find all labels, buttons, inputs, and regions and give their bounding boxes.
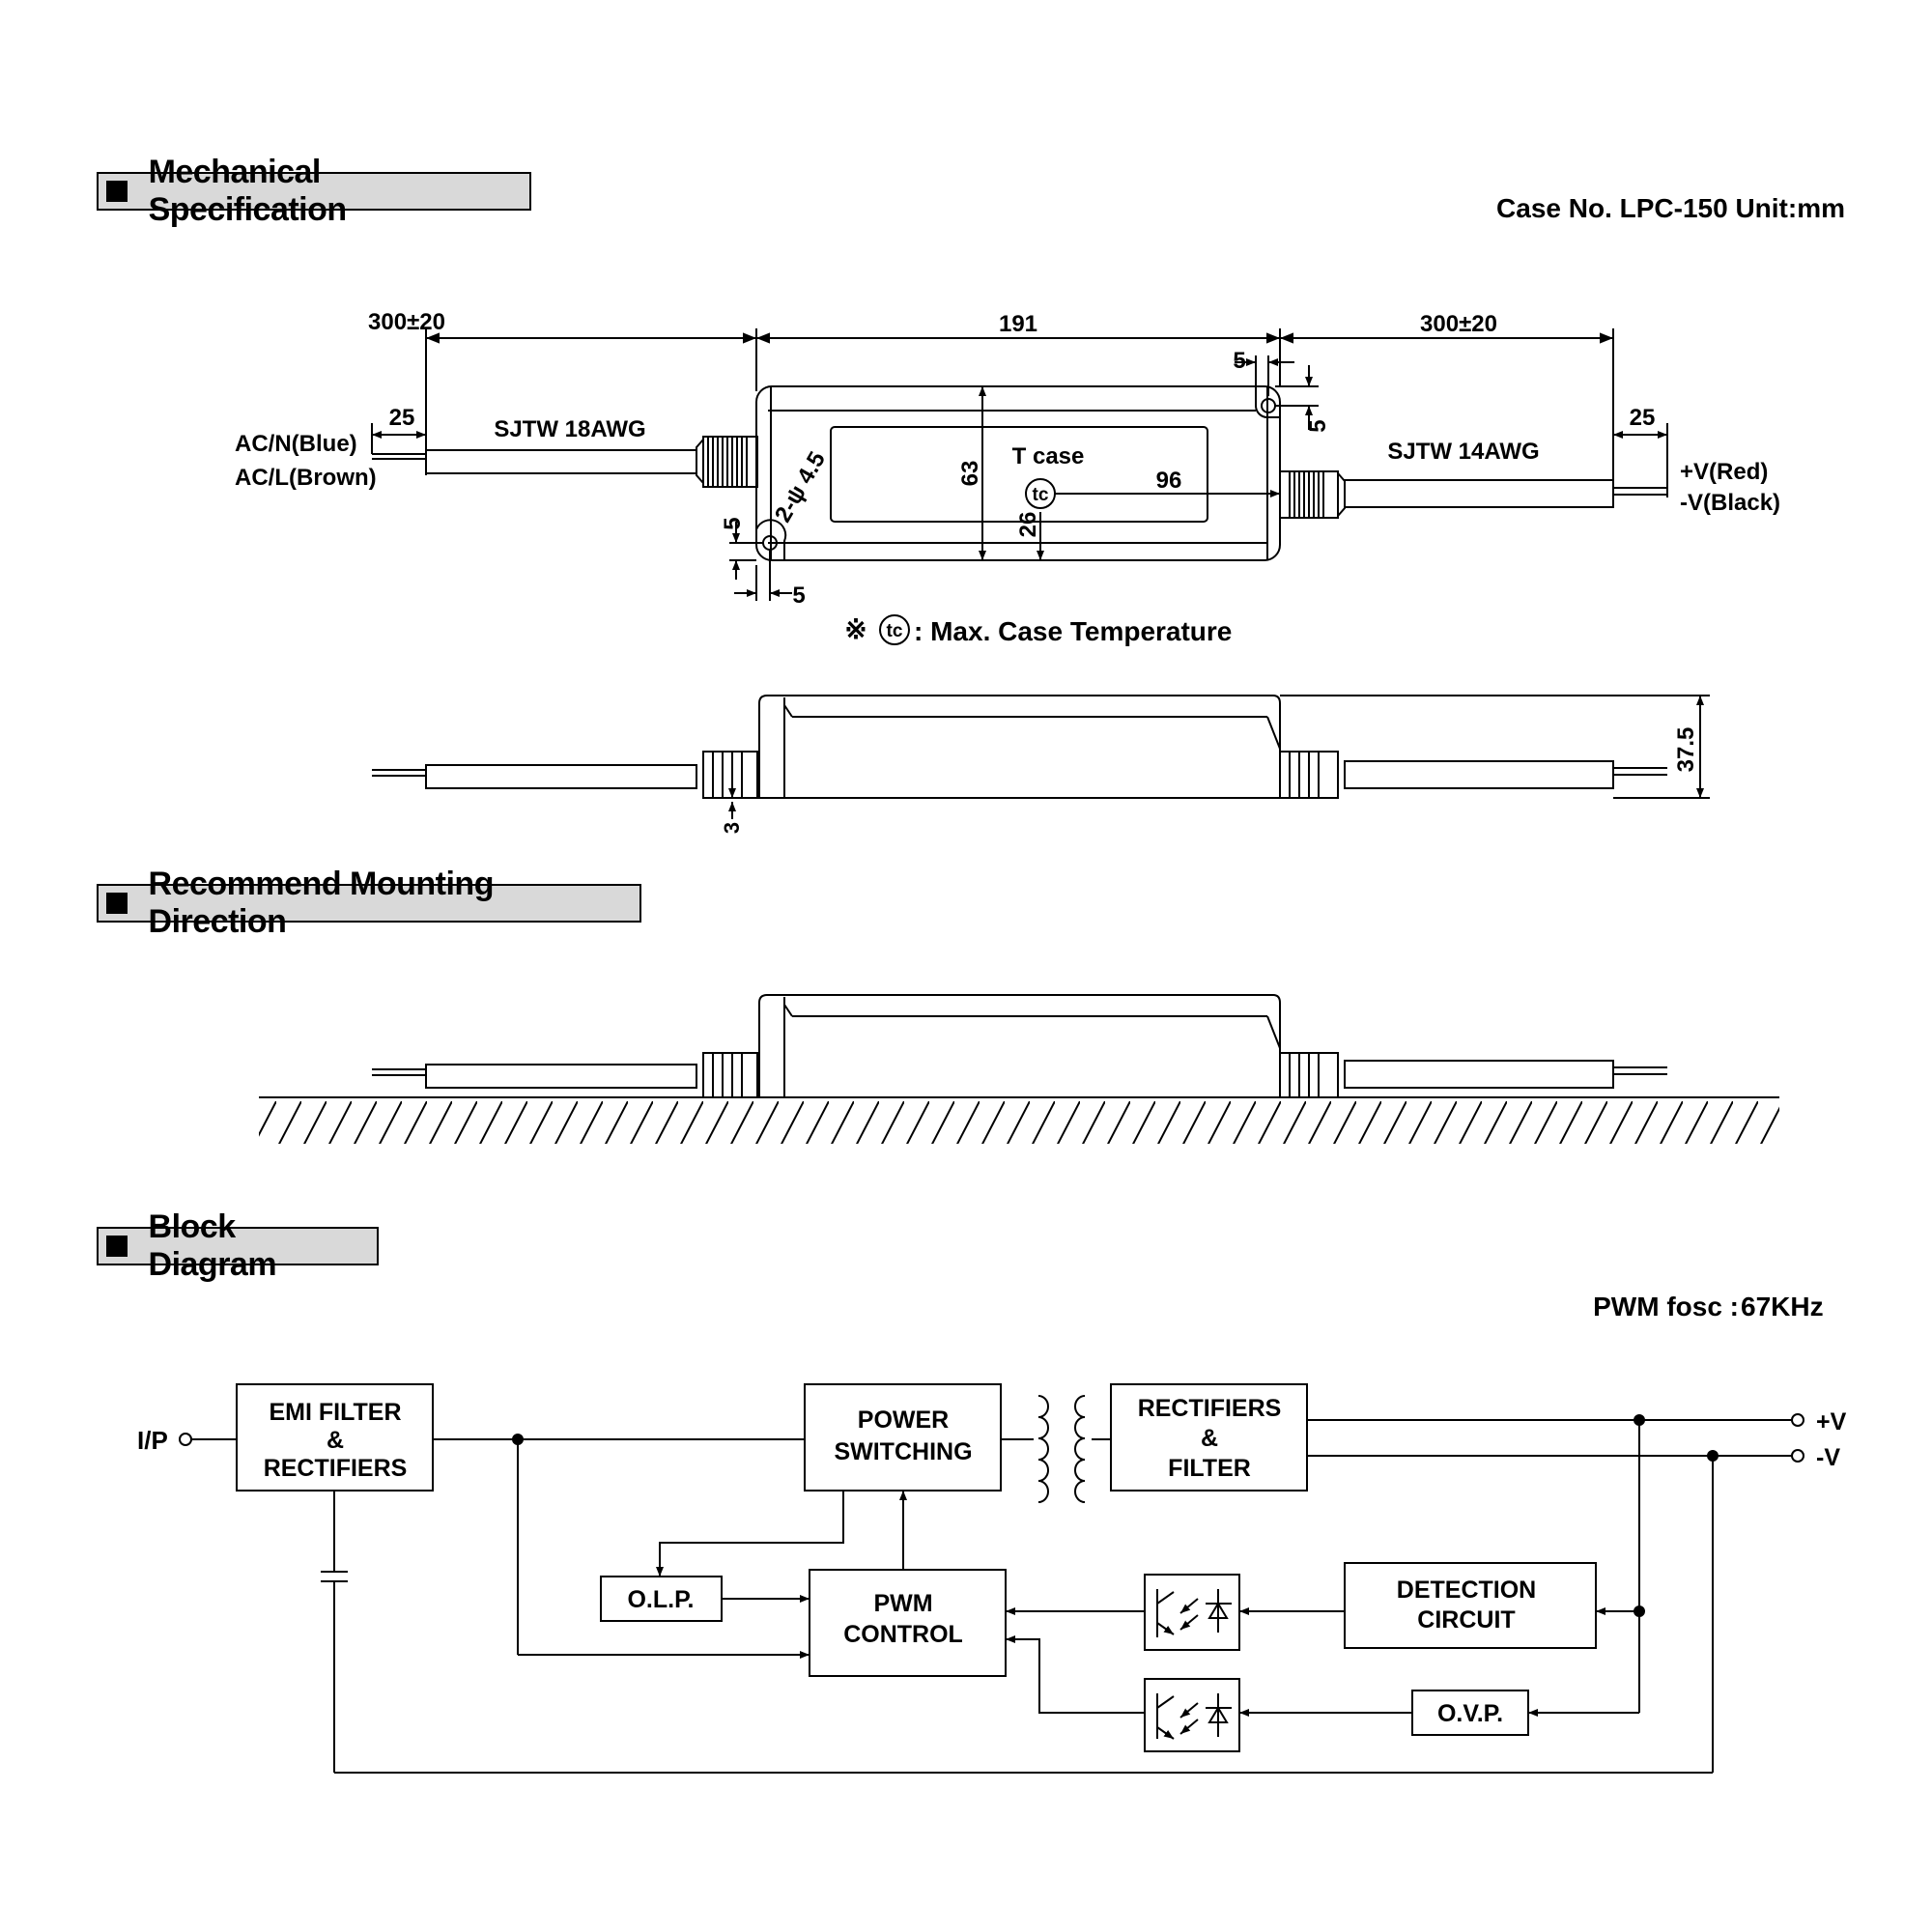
dim-label-strip-right: 25	[1630, 405, 1656, 431]
pwm-frequency-value: 67KHz	[1741, 1292, 1824, 1321]
case-body-side[interactable]	[758, 695, 1281, 799]
terminal-output-neg	[1791, 1449, 1804, 1463]
pwm-control-block	[809, 1569, 1007, 1677]
strain-relief-left	[702, 1052, 758, 1098]
legend-mark: ※	[844, 614, 867, 644]
legend-text: : Max. Case Temperature	[914, 616, 1232, 646]
tc-symbol-circle	[879, 614, 910, 645]
dim-label-depth: 37.5	[1673, 727, 1699, 773]
output-cable	[1344, 1060, 1614, 1089]
section-title-block: Block Diagram	[97, 1208, 379, 1283]
tc-symbol-text: tc	[1033, 485, 1049, 505]
output-neg-label: -V	[1816, 1444, 1840, 1471]
terminal-output-pos	[1791, 1413, 1804, 1427]
wire-label-neg: -V(Black)	[1680, 490, 1780, 516]
emi-label-3: RECTIFIERS	[264, 1455, 408, 1482]
terminal-input	[179, 1433, 192, 1446]
section-title-mechanical: Mechanical Specification	[97, 154, 531, 228]
emi-label-2: &	[327, 1427, 344, 1454]
top-view	[371, 328, 1668, 601]
output-pos-label: +V	[1816, 1408, 1847, 1435]
square-bullet-icon	[106, 181, 128, 202]
rect-label-3: FILTER	[1168, 1455, 1251, 1482]
section-title-mounting: Recommend Mounting Direction	[97, 866, 641, 940]
side-view	[372, 695, 1710, 819]
dim-label-left-cable: 300±20	[368, 309, 445, 335]
optocoupler-icon	[1144, 1574, 1240, 1651]
wire-label-pos: +V(Red)	[1680, 459, 1768, 485]
detection-circuit-block	[1344, 1562, 1597, 1649]
section-title-text: Recommend Mounting Direction	[148, 866, 495, 940]
optocoupler-icon	[1144, 1678, 1240, 1752]
dim-label-strip-left: 25	[389, 405, 415, 431]
pwm-label-1: PWM	[873, 1590, 932, 1617]
pwm-label-2: CONTROL	[843, 1621, 963, 1648]
dim-label-flange: 3	[720, 822, 744, 834]
transformer-icon	[1001, 1395, 1111, 1503]
dim-label-right-cable: 300±20	[1420, 311, 1497, 337]
rect-label-2: &	[1201, 1425, 1218, 1452]
hole-spec-label: 2-ψ 4.5	[770, 447, 831, 526]
ovp-label: O.V.P.	[1437, 1700, 1503, 1727]
dim-label-tc-x: 96	[1156, 468, 1182, 494]
rectifiers-filter-block	[1110, 1383, 1308, 1492]
input-cable	[425, 764, 697, 789]
detect-label-2: CIRCUIT	[1417, 1606, 1515, 1634]
pwm-frequency-label: PWM fosc :	[1593, 1292, 1739, 1321]
cable-label-right: SJTW 14AWG	[1387, 439, 1539, 465]
input-cable	[425, 1064, 697, 1089]
square-bullet-icon	[106, 1236, 128, 1257]
tc-symbol-text: tc	[887, 621, 903, 641]
square-bullet-icon	[106, 893, 128, 914]
section-title-text: Block Diagram	[148, 1208, 277, 1283]
power-switching-block	[804, 1383, 1002, 1492]
dim-label-tc-y: 26	[1015, 512, 1041, 538]
mounting-view	[259, 994, 1779, 1098]
power-label-1: POWER	[858, 1406, 949, 1434]
olp-label: O.L.P.	[627, 1586, 694, 1613]
wire-label-acl: AC/L(Brown)	[235, 465, 377, 491]
mounting-hole-bottom	[755, 519, 787, 560]
label-area	[830, 426, 1208, 523]
rect-label-1: RECTIFIERS	[1138, 1395, 1282, 1422]
output-cable	[1344, 479, 1614, 508]
optocoupler-detail	[1156, 1589, 1232, 1740]
output-cable	[1344, 760, 1614, 789]
case-info: Case No. LPC-150 Unit:mm	[1496, 193, 1845, 223]
mounting-surface-hatch	[259, 1099, 1779, 1144]
cable-label-left: SJTW 18AWG	[494, 416, 645, 442]
section-title-text: Mechanical Specification	[148, 154, 348, 228]
mounting-hole-top	[1255, 386, 1280, 418]
dim-label-hole: 5	[1305, 419, 1331, 432]
power-label-2: SWITCHING	[834, 1438, 972, 1465]
detect-label-1: DETECTION	[1397, 1577, 1536, 1604]
dim-label-hole: 5	[1233, 348, 1245, 374]
tcase-label: T case	[1012, 443, 1085, 469]
case-body-mounted[interactable]	[758, 994, 1281, 1097]
dim-label-hole: 5	[792, 582, 805, 609]
strain-relief-right	[1279, 470, 1346, 519]
strain-relief-left	[696, 436, 758, 488]
strain-relief-left	[702, 751, 758, 799]
input-cable	[425, 449, 697, 474]
input-label: I/P	[137, 1426, 168, 1455]
block-diagram-wires	[179, 1383, 1804, 1774]
emi-label-1: EMI FILTER	[269, 1399, 401, 1426]
wire-label-acn: AC/N(Blue)	[235, 431, 357, 457]
dim-label-height: 63	[957, 461, 983, 487]
dim-label-hole: 5	[720, 517, 746, 529]
dim-label-body: 191	[999, 311, 1037, 337]
